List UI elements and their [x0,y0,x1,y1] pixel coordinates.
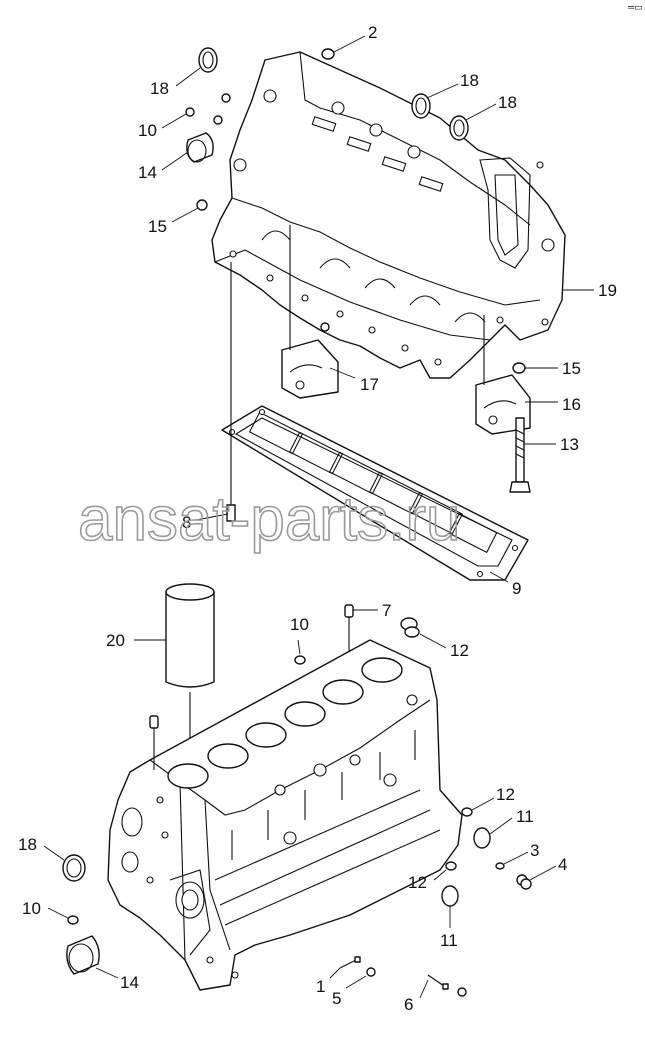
callout-8: 8 [182,513,191,532]
callout-20: 20 [106,631,125,650]
plug-2 [321,48,335,60]
plug-4 [516,874,532,890]
corner-mark: ═▭ [627,2,643,12]
plug-10-bottom [67,915,79,925]
seal-ring-18-top-right [449,115,469,141]
plug-3 [495,862,505,870]
plug-6-nut [457,987,467,997]
callout-6: 6 [404,995,413,1014]
sleeve-14-top [186,132,214,163]
watermark: ansat-parts.ru [78,485,461,554]
seal-ring-18-top-left [198,47,218,73]
callout-10: 10 [290,615,309,634]
plug-15-right [512,362,526,374]
plug-12-low [445,861,457,871]
callout-10: 10 [138,121,157,140]
sleeve-14-bottom [66,935,100,975]
callout-9: 9 [512,579,521,598]
seal-ring-18-top-mid [411,93,431,119]
callout-14: 14 [138,163,157,182]
callout-18: 18 [18,835,37,854]
callout-12: 12 [450,641,469,660]
plug-10-mid [294,655,306,665]
callout-2: 2 [368,23,377,42]
callout-11: 11 [516,807,534,826]
leader-lines [43,35,594,999]
bearing-carrier-19 [211,51,566,379]
callout-18: 18 [150,79,169,98]
plug-5 [366,967,376,977]
callout-13: 13 [560,435,579,454]
plug-12-top [400,617,420,638]
gasket-9 [221,405,529,581]
callout-15: 15 [562,359,581,378]
bearing-cap-17 [281,225,339,399]
cylinder-block [107,639,463,991]
callout-12: 12 [408,873,427,892]
callout-4: 4 [558,855,567,874]
callout-11: 11 [440,931,458,950]
callout-15: 15 [148,217,167,236]
plug-11-mid [473,827,491,849]
cylinder-liner-20 [165,583,215,760]
callout-5: 5 [332,989,341,1008]
callout-16: 16 [562,395,581,414]
pin-1 [339,956,361,969]
callout-18: 18 [498,93,517,112]
pin-6 [427,974,449,990]
callout-17: 17 [360,375,379,394]
callout-10: 10 [22,899,41,918]
callout-12: 12 [496,785,515,804]
plug-12-mid [461,807,473,817]
callout-19: 19 [598,281,617,300]
callout-1: 1 [316,977,325,996]
bolt-8 [226,262,236,522]
callout-3: 3 [530,841,539,860]
callout-7: 7 [382,601,391,620]
bolt-13 [509,417,531,493]
callouts: 2 18 18 18 10 14 15 19 15 17 16 13 8 9 2… [18,23,617,1014]
plug-15-left [196,199,208,211]
callout-14: 14 [120,973,139,992]
callout-18: 18 [460,71,479,90]
dowel-10-top [185,107,195,117]
plug-11-low [441,885,459,907]
